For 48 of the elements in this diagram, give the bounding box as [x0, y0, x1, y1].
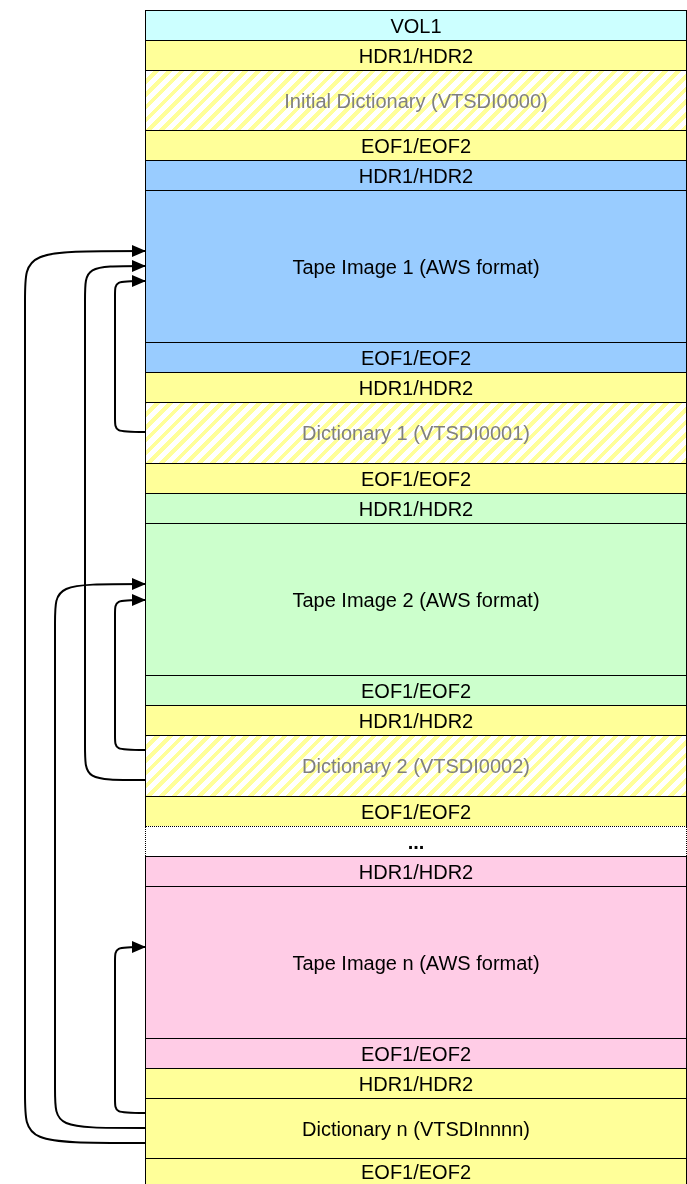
tape-band [145, 705, 687, 735]
tape-band [145, 493, 687, 523]
arrow [114, 941, 146, 1114]
band-label: Tape Image 1 (AWS format) [292, 255, 540, 278]
tape-band [145, 523, 687, 675]
tape-band [145, 190, 687, 342]
tape-band [145, 1068, 687, 1098]
tape-band [145, 1098, 687, 1158]
tape-band [145, 856, 687, 886]
tape-band [145, 886, 687, 1038]
band-label: HDR1/HDR2 [358, 1072, 474, 1095]
arrow [114, 275, 146, 433]
band-label: HDR1/HDR2 [358, 44, 474, 67]
band-label: EOF1/EOF2 [361, 467, 471, 490]
tape-band [145, 372, 687, 402]
arrow [24, 245, 146, 1144]
band-label: EOF1/EOF2 [361, 1042, 471, 1065]
gap-band [145, 826, 687, 856]
band-label: VOL1 [390, 14, 442, 37]
tape-band [145, 463, 687, 493]
tape-band [145, 130, 687, 160]
tape-band [145, 40, 687, 70]
tape-band [145, 402, 687, 463]
tape-band [145, 1158, 687, 1184]
tape-band [145, 675, 687, 705]
band-label: HDR1/HDR2 [358, 709, 474, 732]
band-label: ... [407, 830, 425, 853]
band-label: Dictionary n (VTSDInnnn) [302, 1117, 530, 1140]
tape-band [145, 160, 687, 190]
tape-band [145, 342, 687, 372]
band-label: EOF1/EOF2 [361, 346, 471, 369]
tape-band [145, 1038, 687, 1068]
tape-band [145, 796, 687, 826]
arrow [114, 594, 146, 751]
band-label: EOF1/EOF2 [361, 800, 471, 823]
band-label: Tape Image 2 (AWS format) [292, 588, 540, 611]
band-label: HDR1/HDR2 [358, 376, 474, 399]
tape-band [145, 735, 687, 796]
band-label: EOF1/EOF2 [361, 134, 471, 157]
band-label: EOF1/EOF2 [361, 679, 471, 702]
band-label: HDR1/HDR2 [358, 860, 474, 883]
band-label: Tape Image n (AWS format) [292, 951, 540, 974]
band-label: HDR1/HDR2 [358, 164, 474, 187]
arrow [84, 260, 146, 781]
tape-band [145, 10, 687, 40]
band-label: HDR1/HDR2 [358, 497, 474, 520]
band-label: EOF1/EOF2 [361, 1160, 471, 1183]
arrow [54, 578, 146, 1129]
